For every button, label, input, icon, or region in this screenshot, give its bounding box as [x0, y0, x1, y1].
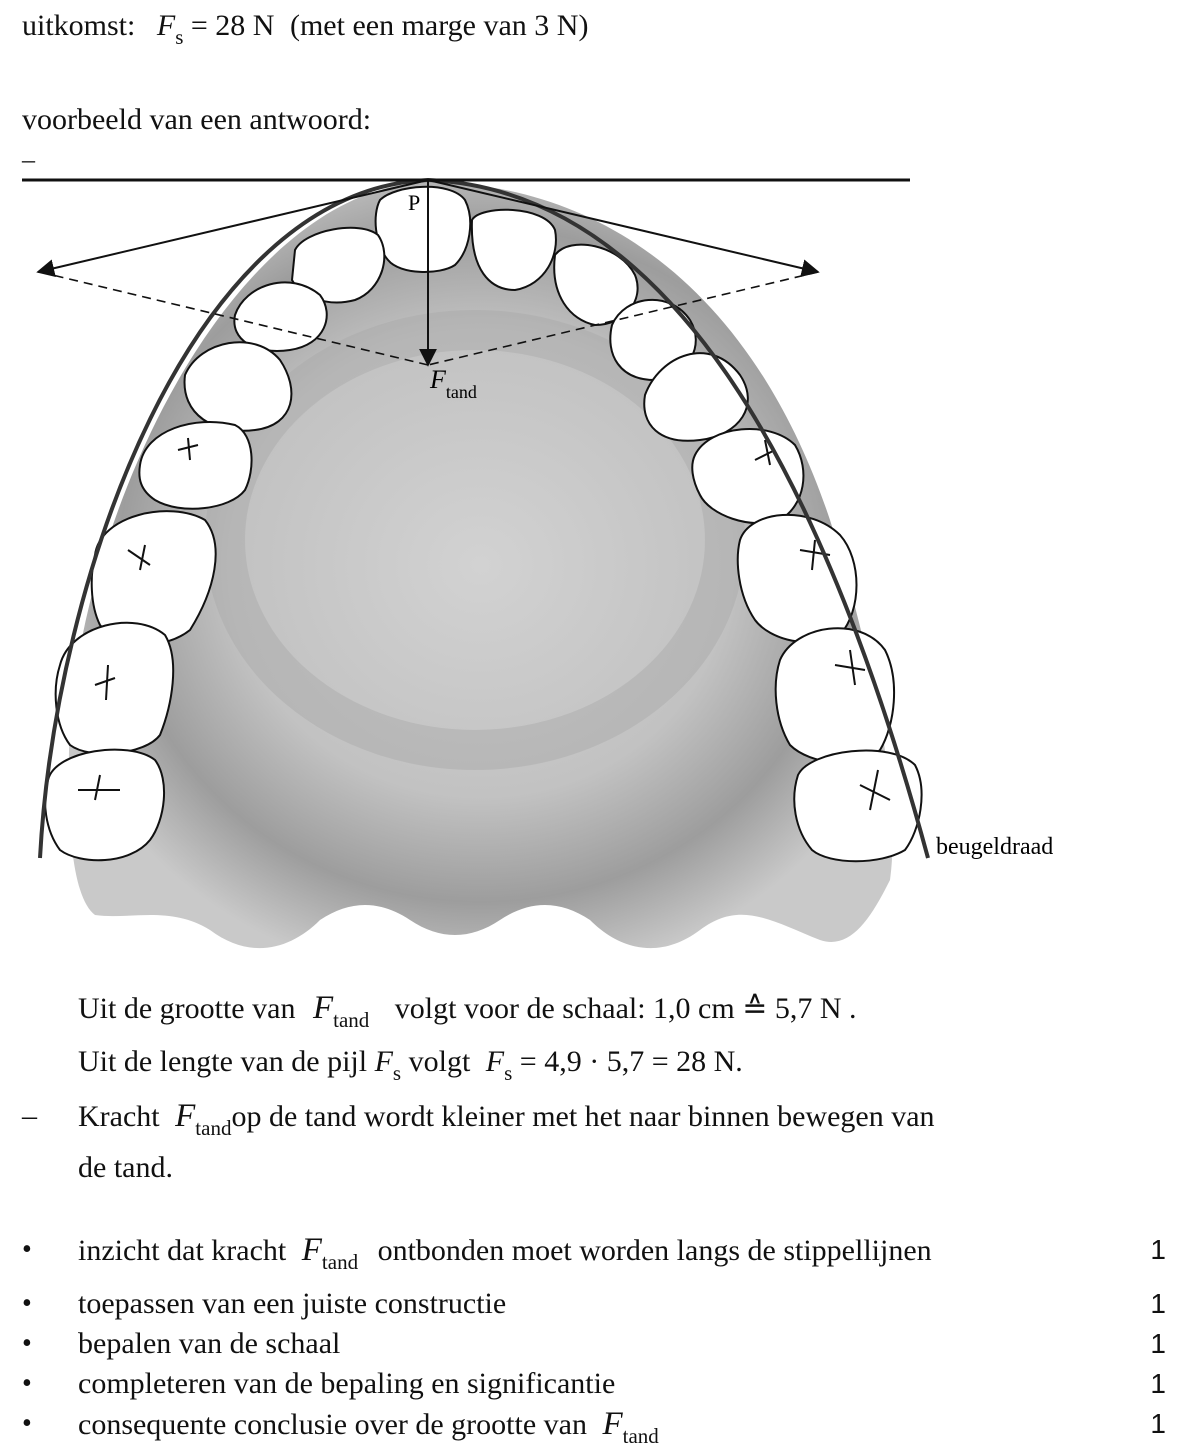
answer-line-1-sub: tand: [333, 1008, 370, 1032]
criterion-bullet: •: [22, 1288, 32, 1319]
criterion-bullet: •: [22, 1328, 32, 1359]
criterion-2-points: 1: [1150, 1288, 1166, 1319]
outcome-label: uitkomst:: [22, 9, 136, 42]
example-label: voorbeeld van een antwoord:: [22, 103, 372, 136]
molar-mark: [859, 769, 891, 811]
criterion-1: inzicht dat kracht Ftand ontbonden moet …: [78, 1232, 932, 1274]
criterion-1-points: 1: [1150, 1234, 1166, 1265]
criterion-3: bepalen van de schaal: [78, 1327, 341, 1360]
figure-dash: –: [22, 145, 35, 174]
answer-line-3-post: op de tand wordt kleiner met het naar bi…: [231, 1100, 935, 1133]
force-label: Ftand: [429, 365, 477, 402]
molar-mark: [834, 649, 866, 686]
criterion-1-sub: tand: [321, 1250, 359, 1274]
criterion-4-points: 1: [1150, 1368, 1166, 1399]
criterion-5-sub: tand: [622, 1424, 659, 1448]
dashed-line-left: [39, 271, 429, 366]
criterion-5: consequente conclusie over de grootte va…: [78, 1406, 659, 1448]
criterion-2: toepassen van een juiste constructie: [78, 1287, 507, 1320]
outcome-line: uitkomst: Fs = 28 N (met een marge van 3…: [22, 8, 589, 49]
answer-line-1-eq: ≙: [742, 992, 768, 1025]
criterion-bullet: •: [22, 1408, 32, 1439]
tooth: [183, 341, 293, 432]
answer-line-3-sub: tand: [195, 1116, 232, 1140]
answer-dash: –: [22, 1099, 37, 1132]
tooth: [90, 510, 217, 646]
teeth: [44, 185, 923, 863]
tooth: [374, 185, 472, 273]
answer-line-1-mid: volgt voor de schaal: 1,0 cm: [394, 992, 735, 1025]
molar-marks: [78, 437, 891, 811]
outcome-margin: (met een marge van 3 N): [289, 9, 589, 42]
molar-mark: [94, 664, 116, 701]
criterion-1-pre: inzicht dat kracht: [78, 1234, 287, 1267]
answer-line-2-var2: F: [485, 1045, 505, 1078]
answer-line-1-var: F: [312, 990, 334, 1026]
molar-mark: [127, 544, 151, 571]
criterion-bullet: •: [22, 1368, 32, 1399]
answer-line-4: de tand.: [78, 1151, 173, 1184]
outcome-value: = 28 N: [190, 9, 275, 42]
tooth: [54, 621, 175, 755]
answer-line-3: Kracht Ftandop de tand wordt kleiner met…: [78, 1098, 935, 1140]
force-label-sub: tand: [446, 382, 477, 402]
outcome-sub: s: [175, 25, 184, 49]
tooth: [44, 748, 166, 862]
dental-arch-figure: P Ftand beugeldraad: [22, 177, 1053, 949]
criterion-5-points: 1: [1150, 1408, 1166, 1439]
criterion-3-points: 1: [1150, 1328, 1166, 1359]
palate-shadow: [205, 310, 745, 770]
tooth: [470, 208, 557, 292]
tooth: [793, 749, 923, 863]
answer-line-2-post: = 4,9 · 5,7 = 28 N.: [519, 1045, 743, 1078]
force-s-left-arrow: [36, 179, 429, 278]
molar-mark: [754, 439, 776, 466]
answer-line-2-mid: volgt: [408, 1045, 471, 1078]
criterion-1-post: ontbonden moet worden langs de stippelli…: [377, 1234, 932, 1267]
answer-line-2-sub2: s: [504, 1061, 513, 1085]
tooth: [774, 627, 895, 764]
answer-line-1-post: 5,7 N .: [774, 992, 857, 1025]
answer-line-1: Uit de grootte van Ftand volgt voor de s…: [78, 990, 857, 1032]
criterion-bullet: •: [22, 1234, 32, 1265]
molar-mark: [78, 774, 120, 801]
answer-line-2: Uit de lengte van de pijl Fs volgt Fs = …: [78, 1044, 743, 1085]
answer-line-2-var: F: [374, 1045, 393, 1078]
answer-line-3-var: F: [175, 1098, 196, 1134]
answer-line-2-pre: Uit de lengte van de pijl: [78, 1045, 368, 1078]
point-label: P: [408, 190, 420, 215]
criterion-1-var: F: [301, 1232, 322, 1268]
criterion-5-pre: consequente conclusie over de grootte va…: [78, 1408, 587, 1441]
answer-line-1-pre: Uit de grootte van: [78, 992, 296, 1025]
answer-line-2-sub: s: [392, 1061, 402, 1085]
criterion-4: completeren van de bepaling en significa…: [78, 1367, 616, 1400]
force-s-right-arrow: [427, 179, 820, 278]
dashed-line-right: [427, 271, 819, 366]
wire-label: beugeldraad: [936, 834, 1053, 860]
molar-mark: [177, 437, 199, 461]
force-label-var: F: [429, 365, 447, 394]
answer-line-3-pre: Kracht: [78, 1100, 160, 1133]
criterion-5-var: F: [602, 1406, 623, 1442]
outcome-var: F: [156, 9, 176, 42]
tooth: [138, 421, 253, 510]
